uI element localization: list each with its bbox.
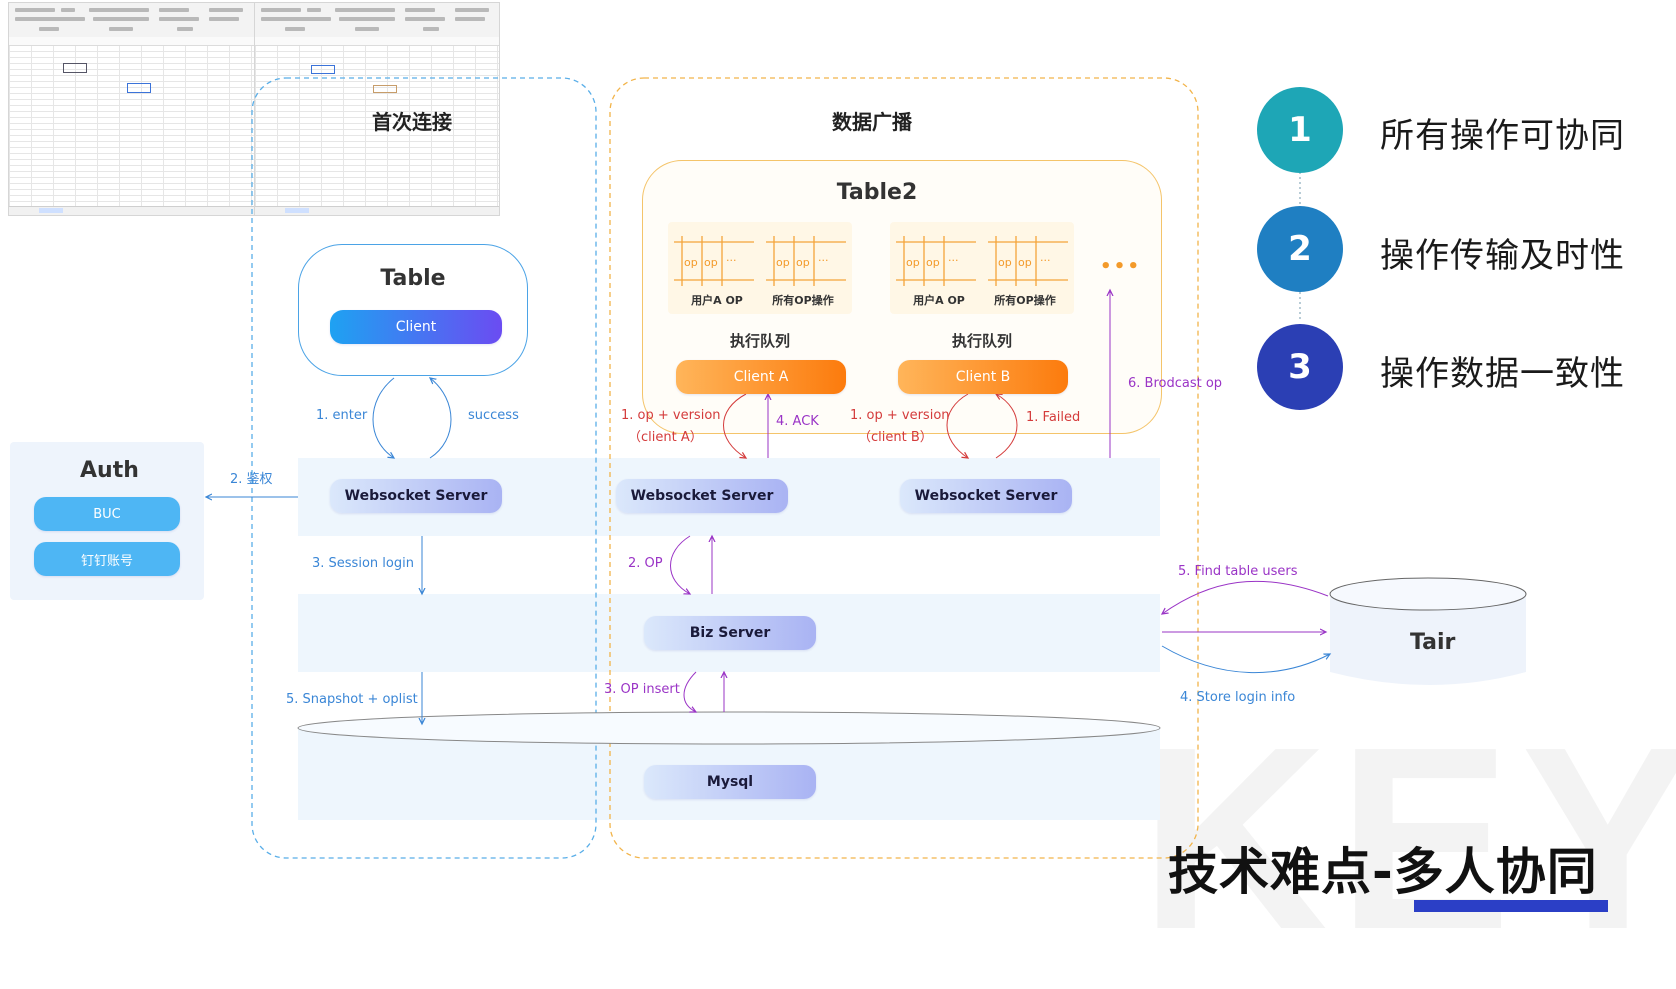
exec-queue-label-a: 执行队列 [729, 332, 790, 350]
svg-text:···: ··· [726, 254, 737, 267]
op-version-a-label: 1. op + version [621, 408, 721, 423]
success-label: success [468, 408, 519, 423]
op-insert-label: 3. OP insert [604, 682, 680, 697]
client-b-sub-label: （client B） [858, 430, 933, 445]
diagram-connectors [0, 77, 1527, 859]
auth-title: Auth [80, 458, 139, 483]
find-users-label: 5. Find table users [1178, 564, 1298, 579]
snapshot-label: 5. Snapshot + oplist [286, 692, 418, 707]
svg-text:op: op [704, 256, 718, 269]
auth-buc-button[interactable]: BUC [34, 497, 180, 531]
formula-bar [255, 37, 499, 46]
cell-selection [373, 85, 397, 93]
point-3-badge: 3 [1257, 324, 1343, 410]
op-version-b-label: 1. op + version [850, 408, 950, 423]
svg-text:op: op [906, 256, 920, 269]
ack-label: 4. ACK [776, 414, 819, 429]
cell-selection [127, 83, 151, 93]
svg-text:···: ··· [1040, 254, 1051, 267]
failed-arrow [996, 394, 1018, 459]
broadcast-region [609, 77, 1199, 859]
spreadsheet-thumbnail-left [8, 2, 256, 216]
table-card-title: Table [380, 266, 446, 291]
sheet-tabs [9, 206, 255, 215]
svg-text:op: op [776, 256, 790, 269]
websocket-server-2[interactable]: Websocket Server [616, 479, 788, 513]
tair-cylinder [1330, 594, 1526, 685]
broadcast-label: 6. Brodcast op [1128, 376, 1223, 391]
svg-text:op: op [684, 256, 698, 269]
enter-arrow [372, 377, 394, 458]
tair-label: Tair [1410, 630, 1456, 655]
session-login-label: 3. Session login [312, 556, 414, 571]
svg-text:op: op [998, 256, 1012, 269]
broadcast-title: 数据广播 [832, 110, 912, 134]
cell-selection [63, 63, 87, 73]
queue-user-op-label: 用户A OP [913, 294, 965, 307]
more-queues-ellipsis: • • • [1100, 256, 1139, 277]
slide-title: 技术难点-多人协同 [1168, 843, 1598, 901]
svg-text:op: op [926, 256, 940, 269]
client-a-op-arrow [723, 393, 747, 458]
svg-text:···: ··· [948, 254, 959, 267]
op-arrow [670, 535, 691, 594]
biz-server[interactable]: Biz Server [644, 616, 816, 650]
mysql-cylinder-top [297, 711, 1161, 745]
auth-dingtalk-button[interactable]: 钉钉账号 [34, 542, 180, 576]
table2-card-title: Table2 [836, 180, 918, 205]
spreadsheet-thumbnail-right [254, 2, 500, 216]
enter-label: 1. enter [316, 408, 368, 423]
mysql-db[interactable]: Mysql [644, 765, 816, 799]
sheet-tabs [255, 206, 499, 215]
store-login-label: 4. Store login info [1180, 690, 1296, 705]
auth-label: 2. 鉴权 [230, 472, 273, 487]
table-client-button[interactable]: Client [330, 310, 502, 344]
websocket-server-1[interactable]: Websocket Server [330, 479, 502, 513]
tair-cylinder-top [1329, 577, 1527, 611]
first-connect-region [251, 77, 597, 859]
svg-text:op: op [796, 256, 810, 269]
cell-selection [311, 65, 335, 74]
queue-all-op-label: 所有OP操作 [994, 294, 1056, 307]
store-login-arrow [1161, 645, 1330, 673]
op-insert-arrow [683, 671, 696, 712]
failed-label: 1. Failed [1026, 410, 1081, 425]
point-1-badge: 1 [1257, 87, 1343, 173]
find-users-arrow [1162, 580, 1329, 614]
point-3-text: 操作数据一致性 [1380, 354, 1625, 394]
queue-user-op-label: 用户A OP [691, 294, 743, 307]
client-b-op-arrow [946, 393, 968, 458]
op-label: 2. OP [628, 556, 663, 571]
title-underline [1414, 900, 1608, 912]
point-2-badge: 2 [1257, 206, 1343, 292]
point-2-text: 操作传输及时性 [1380, 236, 1625, 276]
first-connect-title: 首次连接 [372, 110, 452, 134]
success-arrow [430, 378, 452, 459]
svg-text:op: op [1018, 256, 1032, 269]
client-b-button[interactable]: Client B [898, 360, 1068, 394]
exec-queue-label-b: 执行队列 [951, 332, 1012, 350]
formula-bar [9, 37, 255, 46]
svg-text:···: ··· [818, 254, 829, 267]
point-1-text: 所有操作可协同 [1380, 116, 1625, 156]
queue-all-op-label: 所有OP操作 [772, 294, 834, 307]
client-a-button[interactable]: Client A [676, 360, 846, 394]
client-a-sub-label: （client A） [628, 430, 703, 445]
websocket-server-3[interactable]: Websocket Server [900, 479, 1072, 513]
